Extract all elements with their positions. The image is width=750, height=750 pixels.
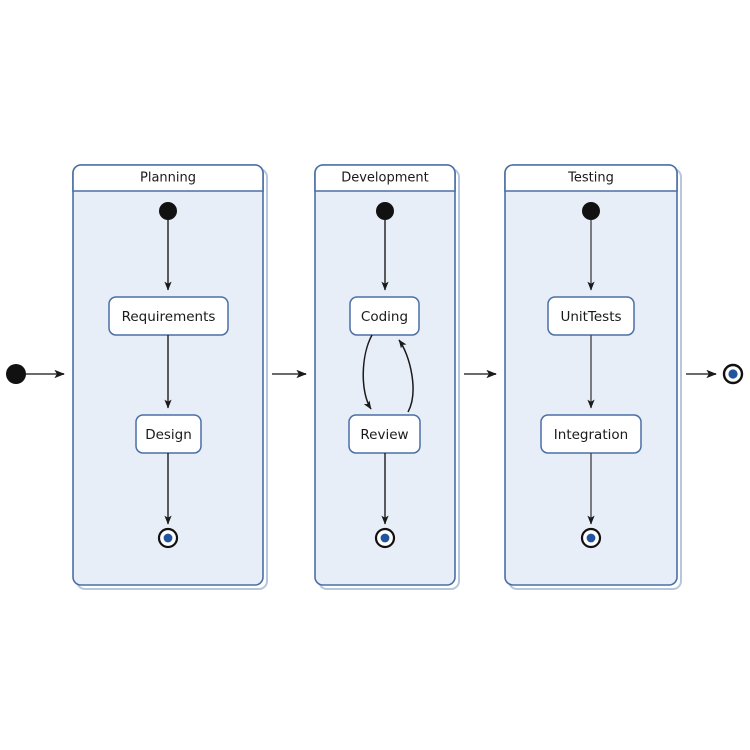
lane-planning-header (72, 164, 264, 192)
node-review-label: Review (360, 427, 408, 443)
development-initial-node[interactable] (376, 202, 394, 220)
testing-final-node[interactable] (580, 527, 602, 549)
node-coding[interactable] (349, 296, 420, 336)
node-design-label: Design (145, 427, 192, 443)
node-coding-label: Coding (361, 309, 408, 325)
lane-testing[interactable]: Testing UnitTests Integration (504, 164, 682, 590)
diagram-initial-node[interactable] (6, 364, 26, 384)
lane-testing-header (504, 164, 678, 192)
testing-initial-node[interactable] (582, 202, 600, 220)
node-requirements-label: Requirements (122, 309, 216, 325)
node-unittests-label: UnitTests (560, 309, 621, 325)
lane-planning-title: Planning (140, 171, 196, 186)
development-edge-coding-review (362, 334, 373, 410)
lane-planning[interactable]: Planning Requirements Design (72, 164, 268, 590)
planning-initial-node[interactable] (159, 202, 177, 220)
diagram-final-node[interactable] (722, 363, 744, 385)
node-integration-label: Integration (554, 427, 628, 443)
planning-final-node[interactable] (157, 527, 179, 549)
development-edge-review-coding (398, 339, 414, 413)
lane-development-header (314, 164, 456, 192)
lane-testing-title: Testing (567, 171, 614, 186)
lane-development[interactable]: Development Coding Review (314, 164, 460, 590)
lane-development-title: Development (341, 171, 429, 186)
development-final-node[interactable] (374, 527, 396, 549)
